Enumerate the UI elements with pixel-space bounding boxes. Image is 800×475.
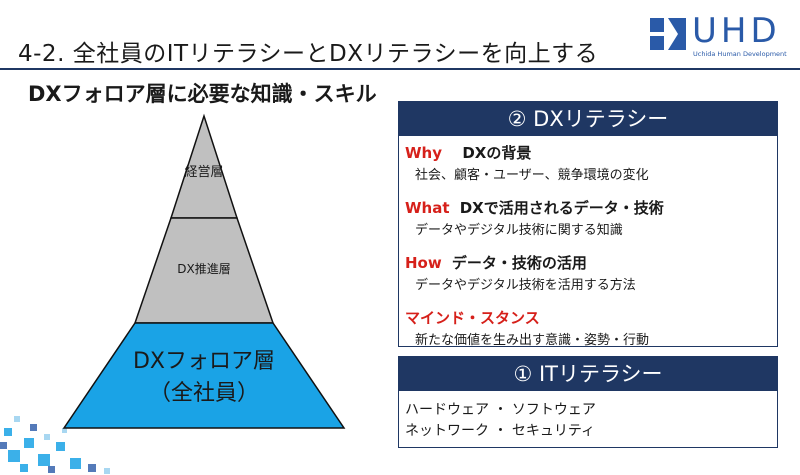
dx-item-why: Why DXの背景 社会、顧客・ユーザー、競争環境の変化	[405, 142, 773, 183]
it-literacy-panel: ① ITリテラシー ハードウェア ・ ソフトウェア ネットワーク ・ セキュリテ…	[398, 356, 778, 448]
dx-item-what: What DXで活用されるデータ・技術 データやデジタル技術に関する知識	[405, 197, 773, 238]
it-literacy-header: ① ITリテラシー	[399, 357, 777, 391]
logo-subtitle: Uchida Human Development	[693, 50, 787, 58]
dx-item-mindset: マインド・スタンス 新たな価値を生み出す意識・姿勢・行動	[405, 307, 773, 348]
pyramid-base-sublabel: （全社員）	[148, 381, 259, 406]
decorative-squares	[0, 416, 110, 474]
dx-item-key: How	[405, 254, 442, 272]
it-literacy-line: ネットワーク ・ セキュリティ	[405, 423, 596, 439]
dx-item-key: マインド・スタンス	[405, 309, 540, 327]
it-literacy-line: ハードウェア ・ ソフトウェア	[405, 402, 596, 418]
pyramid-base-tier	[62, 322, 346, 429]
dx-item-description: データやデジタル技術を活用する方法	[415, 278, 636, 293]
dx-item-heading: DXの背景	[462, 144, 532, 162]
role-pyramid: 経営層 DX推進層 DXフォロア層 （全社員）	[34, 110, 374, 440]
dx-literacy-panel: ② DXリテラシー Why DXの背景 社会、顧客・ユーザー、競争環境の変化 W…	[398, 101, 778, 348]
logo-mark-icon	[650, 18, 686, 50]
dx-item-key: Why	[405, 144, 443, 162]
slide-title: 4-2. 全社員のITリテラシーとDXリテラシーを向上する	[18, 41, 599, 67]
section-title: DXフォロア層に必要な知識・スキル	[28, 82, 377, 106]
dx-item-how: How データ・技術の活用 データやデジタル技術を活用する方法	[405, 252, 773, 293]
dx-item-heading: DXで活用されるデータ・技術	[459, 199, 664, 217]
pyramid-base-label: DXフォロア層	[132, 349, 275, 374]
company-logo: UHD Uchida Human Development	[650, 11, 790, 62]
dx-literacy-header: ② DXリテラシー	[399, 102, 777, 136]
dx-item-key: What	[405, 199, 450, 217]
dx-item-description: データやデジタル技術に関する知識	[415, 223, 623, 238]
dx-item-description: 社会、顧客・ユーザー、競争環境の変化	[415, 168, 649, 183]
logo-wordmark: UHD	[692, 11, 781, 51]
pyramid-top-label: 経営層	[184, 165, 224, 180]
dx-item-description: 新たな価値を生み出す意識・姿勢・行動	[415, 333, 650, 348]
pyramid-middle-label: DX推進層	[177, 262, 231, 276]
title-divider	[0, 68, 800, 70]
dx-item-heading: データ・技術の活用	[451, 254, 587, 272]
